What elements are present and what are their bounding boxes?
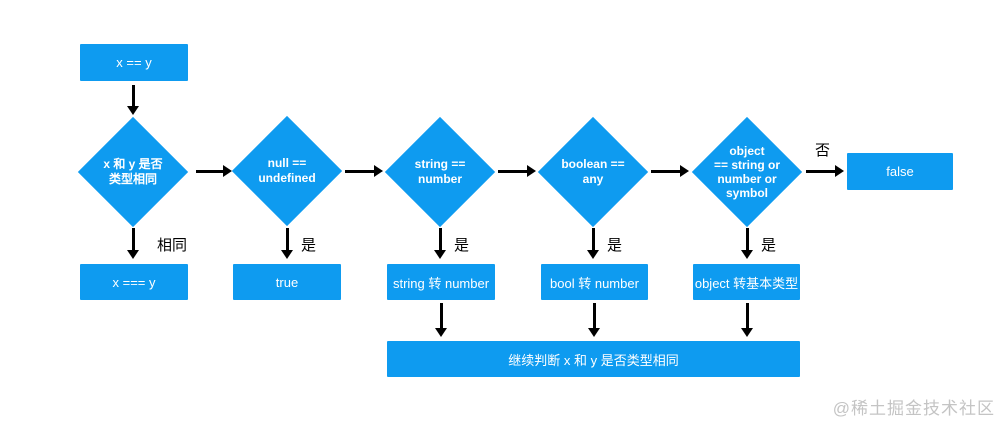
label-line: any xyxy=(582,172,604,186)
node-continue-check: 继续判断 x 和 y 是否类型相同 xyxy=(387,341,800,377)
arrow-down-icon xyxy=(435,303,447,337)
node-true: true xyxy=(233,264,341,300)
node-false: false xyxy=(847,153,953,190)
label-line: 类型相同 xyxy=(108,172,157,186)
edge-label-yes: 是 xyxy=(761,237,777,254)
decision-type-check-label: x 和 y 是否 类型相同 xyxy=(103,157,162,187)
edge-label-no: 否 xyxy=(815,142,831,159)
label-line: boolean == xyxy=(561,157,625,171)
arrow-down-icon xyxy=(741,303,753,337)
arrow-down-icon xyxy=(434,228,446,259)
arrow-down-icon xyxy=(127,228,139,259)
node-bool-to-number: bool 转 number xyxy=(541,264,648,300)
arrow-right-icon xyxy=(345,165,383,177)
decision-null-undefined-label: null == undefined xyxy=(258,156,315,186)
node-string-to-number-label: string 转 number xyxy=(392,275,490,291)
node-object-to-primitive-label: object 转基本类型 xyxy=(694,275,799,291)
node-strict-equal: x === y xyxy=(80,264,188,300)
node-start: x == y xyxy=(80,44,188,81)
node-false-label: false xyxy=(886,164,914,179)
node-continue-check-label: 继续判断 x 和 y 是否类型相同 xyxy=(508,352,679,368)
edge-label-yes: 是 xyxy=(607,237,623,254)
node-strict-equal-label: x === y xyxy=(112,274,156,290)
node-bool-to-number-label: bool 转 number xyxy=(550,275,639,291)
edge-label-yes: 是 xyxy=(454,237,470,254)
arrow-right-icon xyxy=(806,165,844,177)
decision-boolean-any-label: boolean == any xyxy=(561,157,624,187)
label-line: number or xyxy=(717,172,777,186)
decision-string-number-label: string == number xyxy=(415,157,466,187)
decision-type-check: x 和 y 是否 类型相同 xyxy=(77,116,189,228)
arrow-right-icon xyxy=(196,165,232,177)
decision-object-other: object == string or number or symbol xyxy=(691,116,803,228)
decision-null-undefined: null == undefined xyxy=(231,115,343,227)
decision-string-number: string == number xyxy=(384,116,496,228)
label-line: x 和 y 是否 xyxy=(103,157,163,171)
watermark: @稀土掘金技术社区 xyxy=(832,399,995,418)
arrow-down-icon xyxy=(587,228,599,259)
label-line: == string or xyxy=(713,158,781,172)
decision-boolean-any: boolean == any xyxy=(537,116,649,228)
label-line: undefined xyxy=(258,171,316,185)
arrow-down-icon xyxy=(281,228,293,259)
label-line: string == xyxy=(414,157,466,171)
edge-label-yes: 是 xyxy=(301,237,317,254)
arrow-down-icon xyxy=(741,228,753,259)
label-line: symbol xyxy=(725,186,768,200)
arrow-down-icon xyxy=(588,303,600,337)
decision-object-other-label: object == string or number or symbol xyxy=(714,144,780,200)
edge-label-same: 相同 xyxy=(157,237,188,254)
label-line: object xyxy=(729,144,765,158)
node-object-to-primitive: object 转基本类型 xyxy=(693,264,800,300)
node-start-label: x == y xyxy=(116,55,152,70)
label-line: null == xyxy=(267,156,307,170)
arrow-right-icon xyxy=(498,165,536,177)
node-true-label: true xyxy=(275,274,299,290)
arrow-right-icon xyxy=(651,165,689,177)
arrow-down-icon xyxy=(127,85,139,115)
node-string-to-number: string 转 number xyxy=(387,264,495,300)
label-line: number xyxy=(417,172,462,186)
